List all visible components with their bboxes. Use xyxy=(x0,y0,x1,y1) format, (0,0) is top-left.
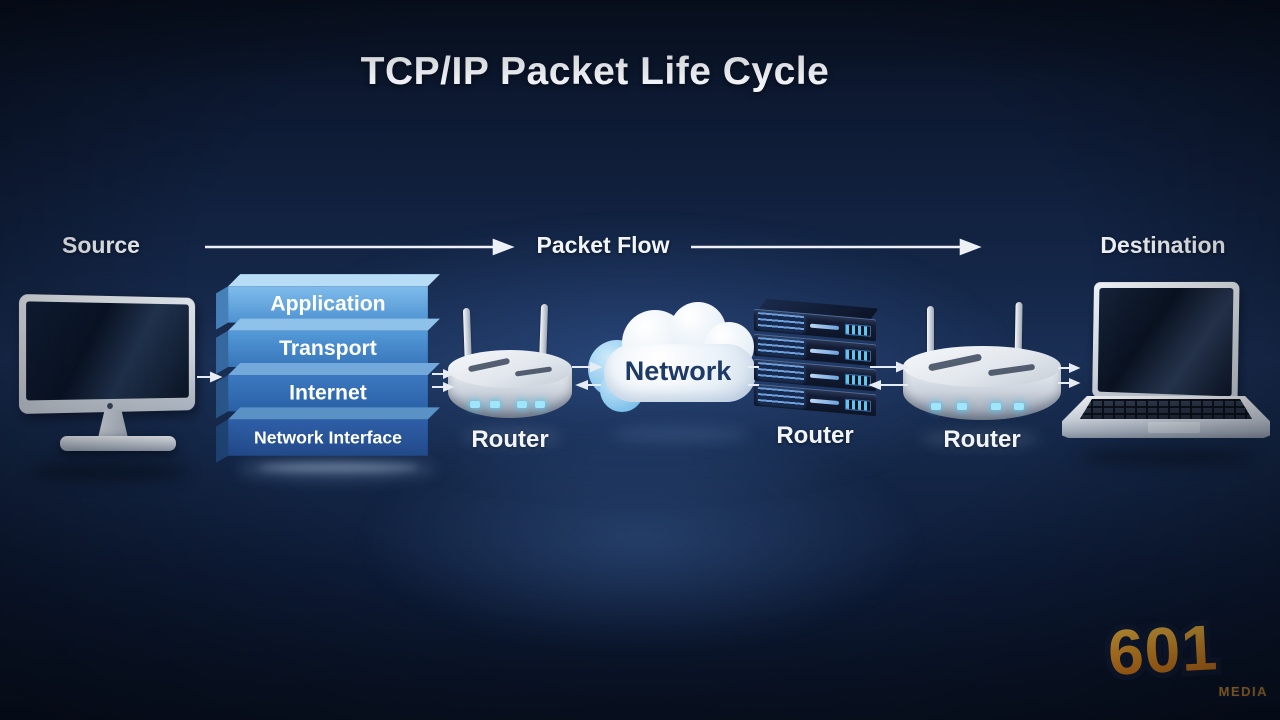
monitor-stand xyxy=(98,410,128,438)
destination-label: Destination xyxy=(1100,232,1226,258)
network-cloud: Network xyxy=(588,302,764,422)
monitor-base xyxy=(60,436,176,451)
laptop-screen xyxy=(1092,281,1240,403)
led-indicator xyxy=(956,402,967,410)
layer-transport-label: Transport xyxy=(279,337,377,360)
server-router-label: Router xyxy=(776,422,854,449)
network-label: Network xyxy=(624,356,732,386)
drive-slot xyxy=(810,373,840,381)
monitor-reflection xyxy=(30,462,190,482)
layer-network-interface-label: Network Interface xyxy=(254,428,402,448)
source-label: Source xyxy=(62,232,140,258)
logo-601-fill: 601 xyxy=(1106,611,1220,689)
drive-slot xyxy=(810,348,840,356)
router-1 xyxy=(448,303,572,428)
router2-label: Router xyxy=(943,426,1021,453)
led-indicator xyxy=(470,401,481,409)
router-body xyxy=(903,346,1061,420)
laptop-reflection xyxy=(1080,448,1255,466)
led-indicator xyxy=(931,402,942,410)
server-router xyxy=(754,308,876,424)
vent-grille xyxy=(758,337,805,358)
vent-grille xyxy=(758,387,805,408)
led-cluster xyxy=(845,323,871,337)
layer-application-label: Application xyxy=(270,292,385,315)
led-cluster xyxy=(845,398,871,412)
vent-grille xyxy=(758,312,805,333)
laptop-trackpad xyxy=(1148,422,1200,433)
logo-media-text: MEDIA xyxy=(1218,684,1268,699)
601-media-watermark: 601 601 MEDIA xyxy=(1096,606,1274,716)
logo-601: 601 601 xyxy=(1101,606,1225,695)
destination-laptop xyxy=(1062,281,1270,444)
monitor-screen xyxy=(18,293,196,415)
router1-label: Router xyxy=(471,426,549,453)
layer-network-interface: Network Interface xyxy=(216,407,440,463)
laptop-panel xyxy=(1097,287,1234,397)
led-cluster xyxy=(845,348,871,362)
packet-flow-label: Packet Flow xyxy=(536,232,670,258)
cloud-reflection xyxy=(610,426,750,442)
source-desktop-monitor xyxy=(14,293,210,460)
monitor-panel xyxy=(26,301,189,401)
led-cluster xyxy=(845,373,871,387)
led-indicator xyxy=(1013,402,1024,410)
drive-slot xyxy=(810,323,840,331)
page-title: TCP/IP Packet Life Cycle xyxy=(360,50,830,93)
led-indicator xyxy=(991,402,1002,410)
tcpip-layer-stack: Application Transport Internet Network I… xyxy=(216,274,440,463)
monitor-logo-dot xyxy=(107,402,113,410)
laptop-keyboard xyxy=(1080,399,1252,419)
vent-grille xyxy=(758,362,805,383)
drive-slot xyxy=(810,398,840,406)
router-body xyxy=(448,350,572,418)
led-indicator xyxy=(490,401,501,409)
router-top xyxy=(448,350,572,389)
led-indicator xyxy=(534,401,545,409)
led-indicator xyxy=(517,401,528,409)
router-2 xyxy=(903,301,1061,430)
layer-internet-label: Internet xyxy=(289,381,367,404)
